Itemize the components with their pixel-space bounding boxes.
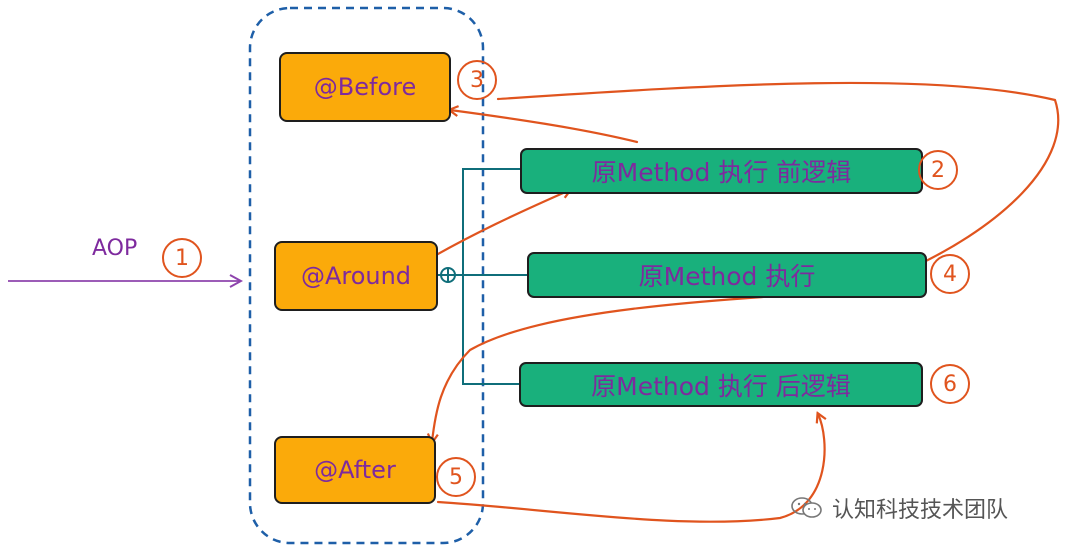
- around-connector: [438, 168, 528, 385]
- arrow-around-to-pre: [422, 190, 570, 264]
- method-exec-box: 原Method 执行: [527, 252, 927, 298]
- step-3-circle: 3: [457, 60, 497, 100]
- watermark-text: 认知科技技术团队: [832, 498, 1009, 523]
- step-4-circle: 4: [930, 254, 970, 294]
- arrow-before-to-exec: [496, 81, 1060, 274]
- arrow-after-to-post: [436, 414, 825, 523]
- after-advice-box: @After: [274, 436, 436, 504]
- aop-label: AOP: [92, 236, 138, 261]
- step-5-circle: 5: [436, 457, 476, 497]
- chat-bubbles-icon: [791, 497, 822, 518]
- before-advice-box: @Before: [279, 52, 451, 122]
- method-pre-logic-box: 原Method 执行 前逻辑: [520, 148, 923, 194]
- step-2-circle: 2: [918, 150, 958, 190]
- around-advice-box: @Around: [274, 241, 438, 311]
- advice-container: [248, 6, 485, 545]
- watermark: 认知科技技术团队: [790, 492, 1008, 524]
- arrow-pre-to-before: [450, 110, 639, 144]
- method-post-logic-box: 原Method 执行 后逻辑: [519, 362, 923, 407]
- step-1-circle: 1: [162, 238, 202, 278]
- step-6-circle: 6: [930, 364, 970, 404]
